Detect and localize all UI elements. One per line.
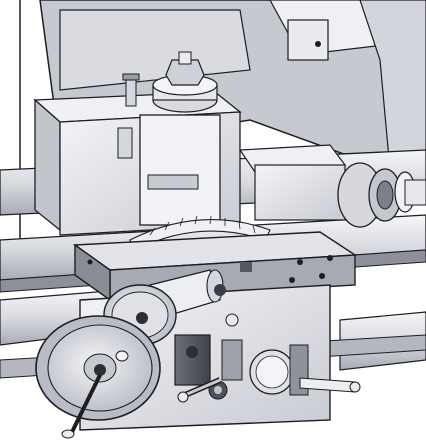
engagement-lever (177, 377, 222, 403)
clamp-nut (122, 51, 218, 113)
tool-post-block (33, 91, 242, 236)
dial-indicator (249, 344, 361, 396)
carriage-handwheel (35, 315, 161, 439)
spindle-assembly (238, 144, 426, 228)
